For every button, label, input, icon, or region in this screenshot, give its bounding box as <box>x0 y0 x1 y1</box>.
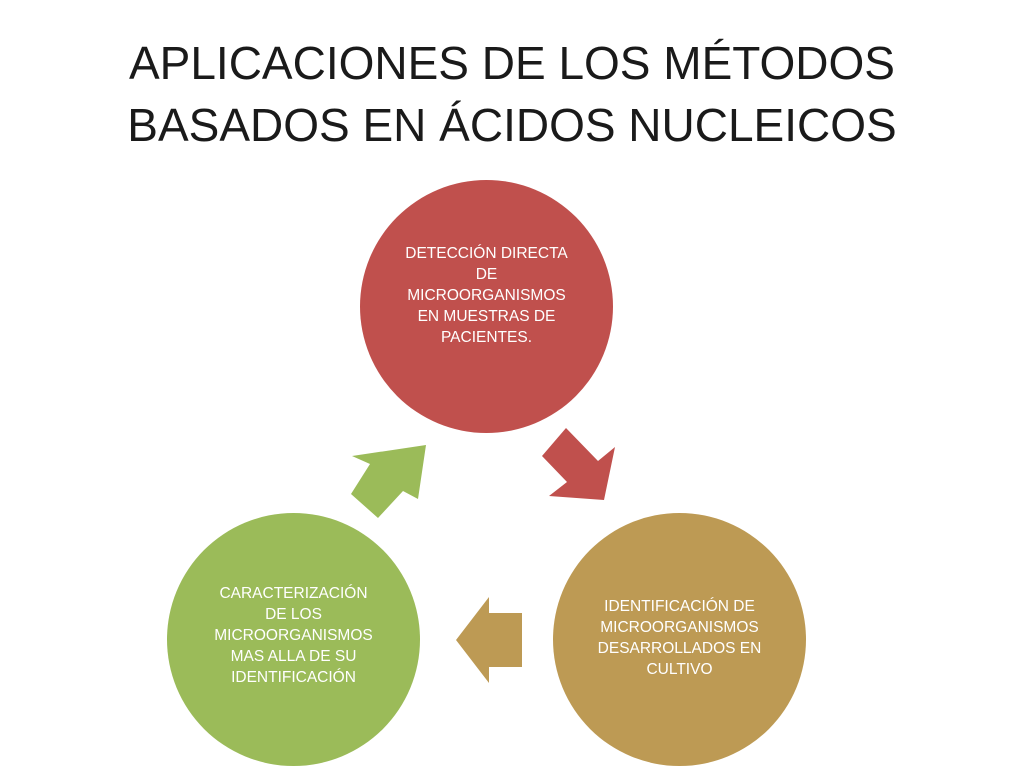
arrow-top-to-right <box>542 428 615 500</box>
arrow-right-to-left <box>456 597 522 683</box>
slide-title-line-1: APLICACIONES DE LOS MÉTODOS <box>128 37 895 89</box>
slide-title-line-2: BASADOS EN ÁCIDOS NUCLEICOS <box>127 99 897 151</box>
cycle-node-left-label: CARACTERIZACIÓN DE LOS MICROORGANISMOS M… <box>214 585 373 686</box>
arrow-left-to-top <box>351 445 426 518</box>
slide-title: APLICACIONES DE LOS MÉTODOS BASADOS EN Á… <box>40 32 984 156</box>
cycle-node-top: DETECCIÓN DIRECTA DE MICROORGANISMOS EN … <box>360 180 613 433</box>
cycle-node-right: IDENTIFICACIÓN DE MICROORGANISMOS DESARR… <box>553 513 806 766</box>
cycle-node-top-label: DETECCIÓN DIRECTA DE MICROORGANISMOS EN … <box>405 245 568 346</box>
cycle-node-right-label: IDENTIFICACIÓN DE MICROORGANISMOS DESARR… <box>597 597 762 678</box>
cycle-node-left: CARACTERIZACIÓN DE LOS MICROORGANISMOS M… <box>167 513 420 766</box>
